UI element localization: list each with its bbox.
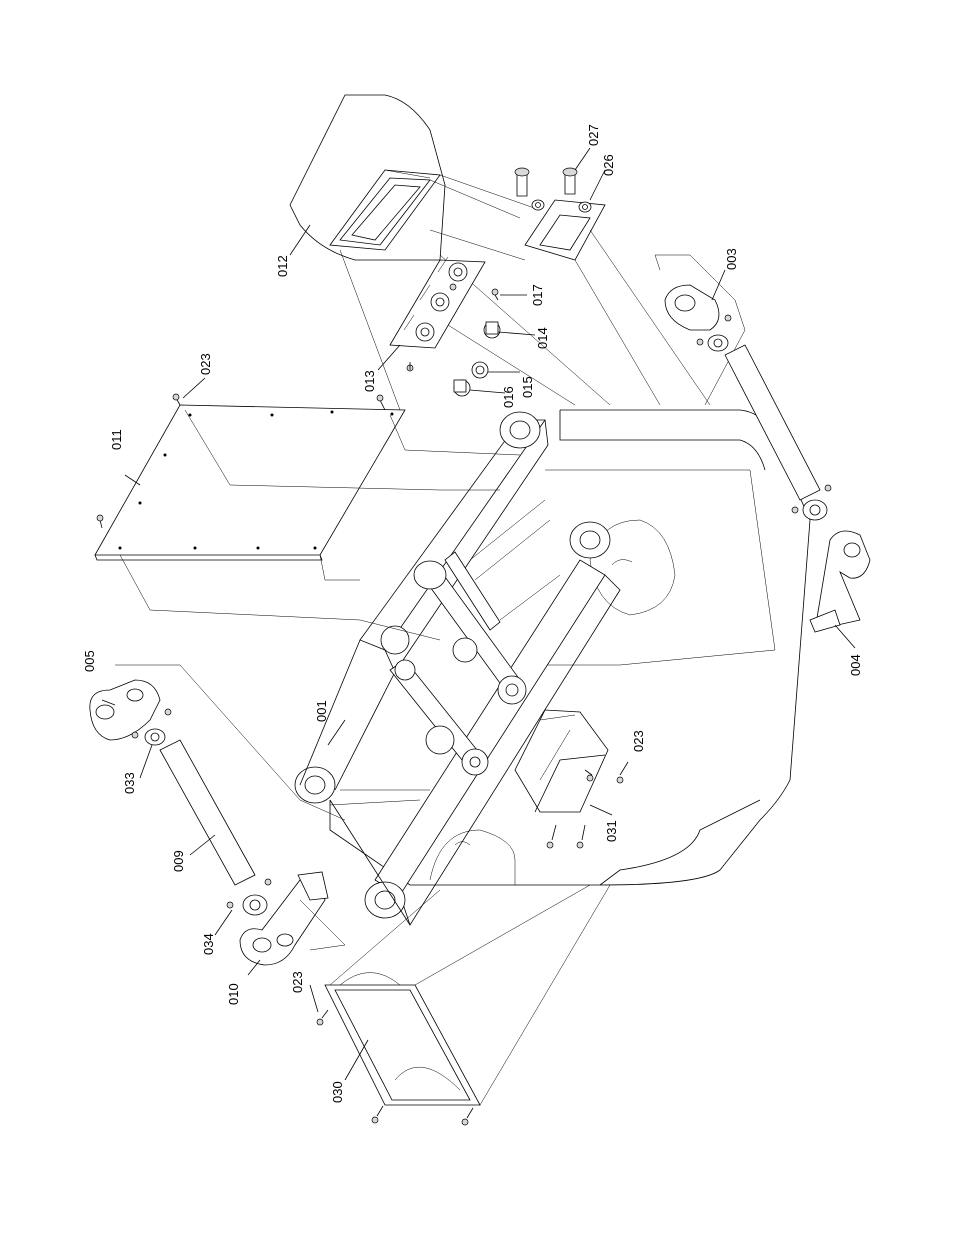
label-034: 034	[201, 933, 216, 955]
label-033: 033	[122, 772, 137, 794]
label-012: 012	[275, 255, 290, 277]
label-004: 004	[848, 654, 863, 676]
part-labels: 001 003 004 005 009 010 011 012 013 014 …	[82, 124, 863, 1103]
upper-hood-part	[289, 94, 711, 411]
control-panel-part	[389, 256, 501, 397]
label-001: 001	[314, 700, 329, 722]
label-011: 011	[109, 429, 124, 450]
main-frame-part	[294, 409, 811, 926]
label-010: 010	[226, 983, 241, 1005]
flange-fasteners	[514, 167, 592, 213]
label-017: 017	[530, 284, 545, 306]
left-shaft-assembly	[89, 664, 346, 966]
label-023-chute: 023	[290, 971, 305, 993]
label-023-top: 023	[198, 353, 213, 375]
label-014: 014	[535, 327, 550, 349]
label-016: 016	[501, 386, 516, 408]
leader-lines	[101, 147, 856, 1081]
side-box-part	[514, 709, 624, 849]
right-shaft-assembly	[654, 254, 871, 633]
label-013: 013	[362, 370, 377, 392]
label-031: 031	[604, 820, 619, 842]
label-015: 015	[520, 376, 535, 398]
label-023-box: 023	[631, 730, 646, 752]
label-026: 026	[601, 154, 616, 176]
top-cover-part	[94, 393, 521, 641]
label-030: 030	[330, 1081, 345, 1103]
label-009: 009	[171, 850, 186, 872]
label-005: 005	[82, 650, 97, 672]
label-027: 027	[586, 124, 601, 146]
lower-chute-part	[316, 884, 611, 1126]
label-003: 003	[724, 248, 739, 270]
